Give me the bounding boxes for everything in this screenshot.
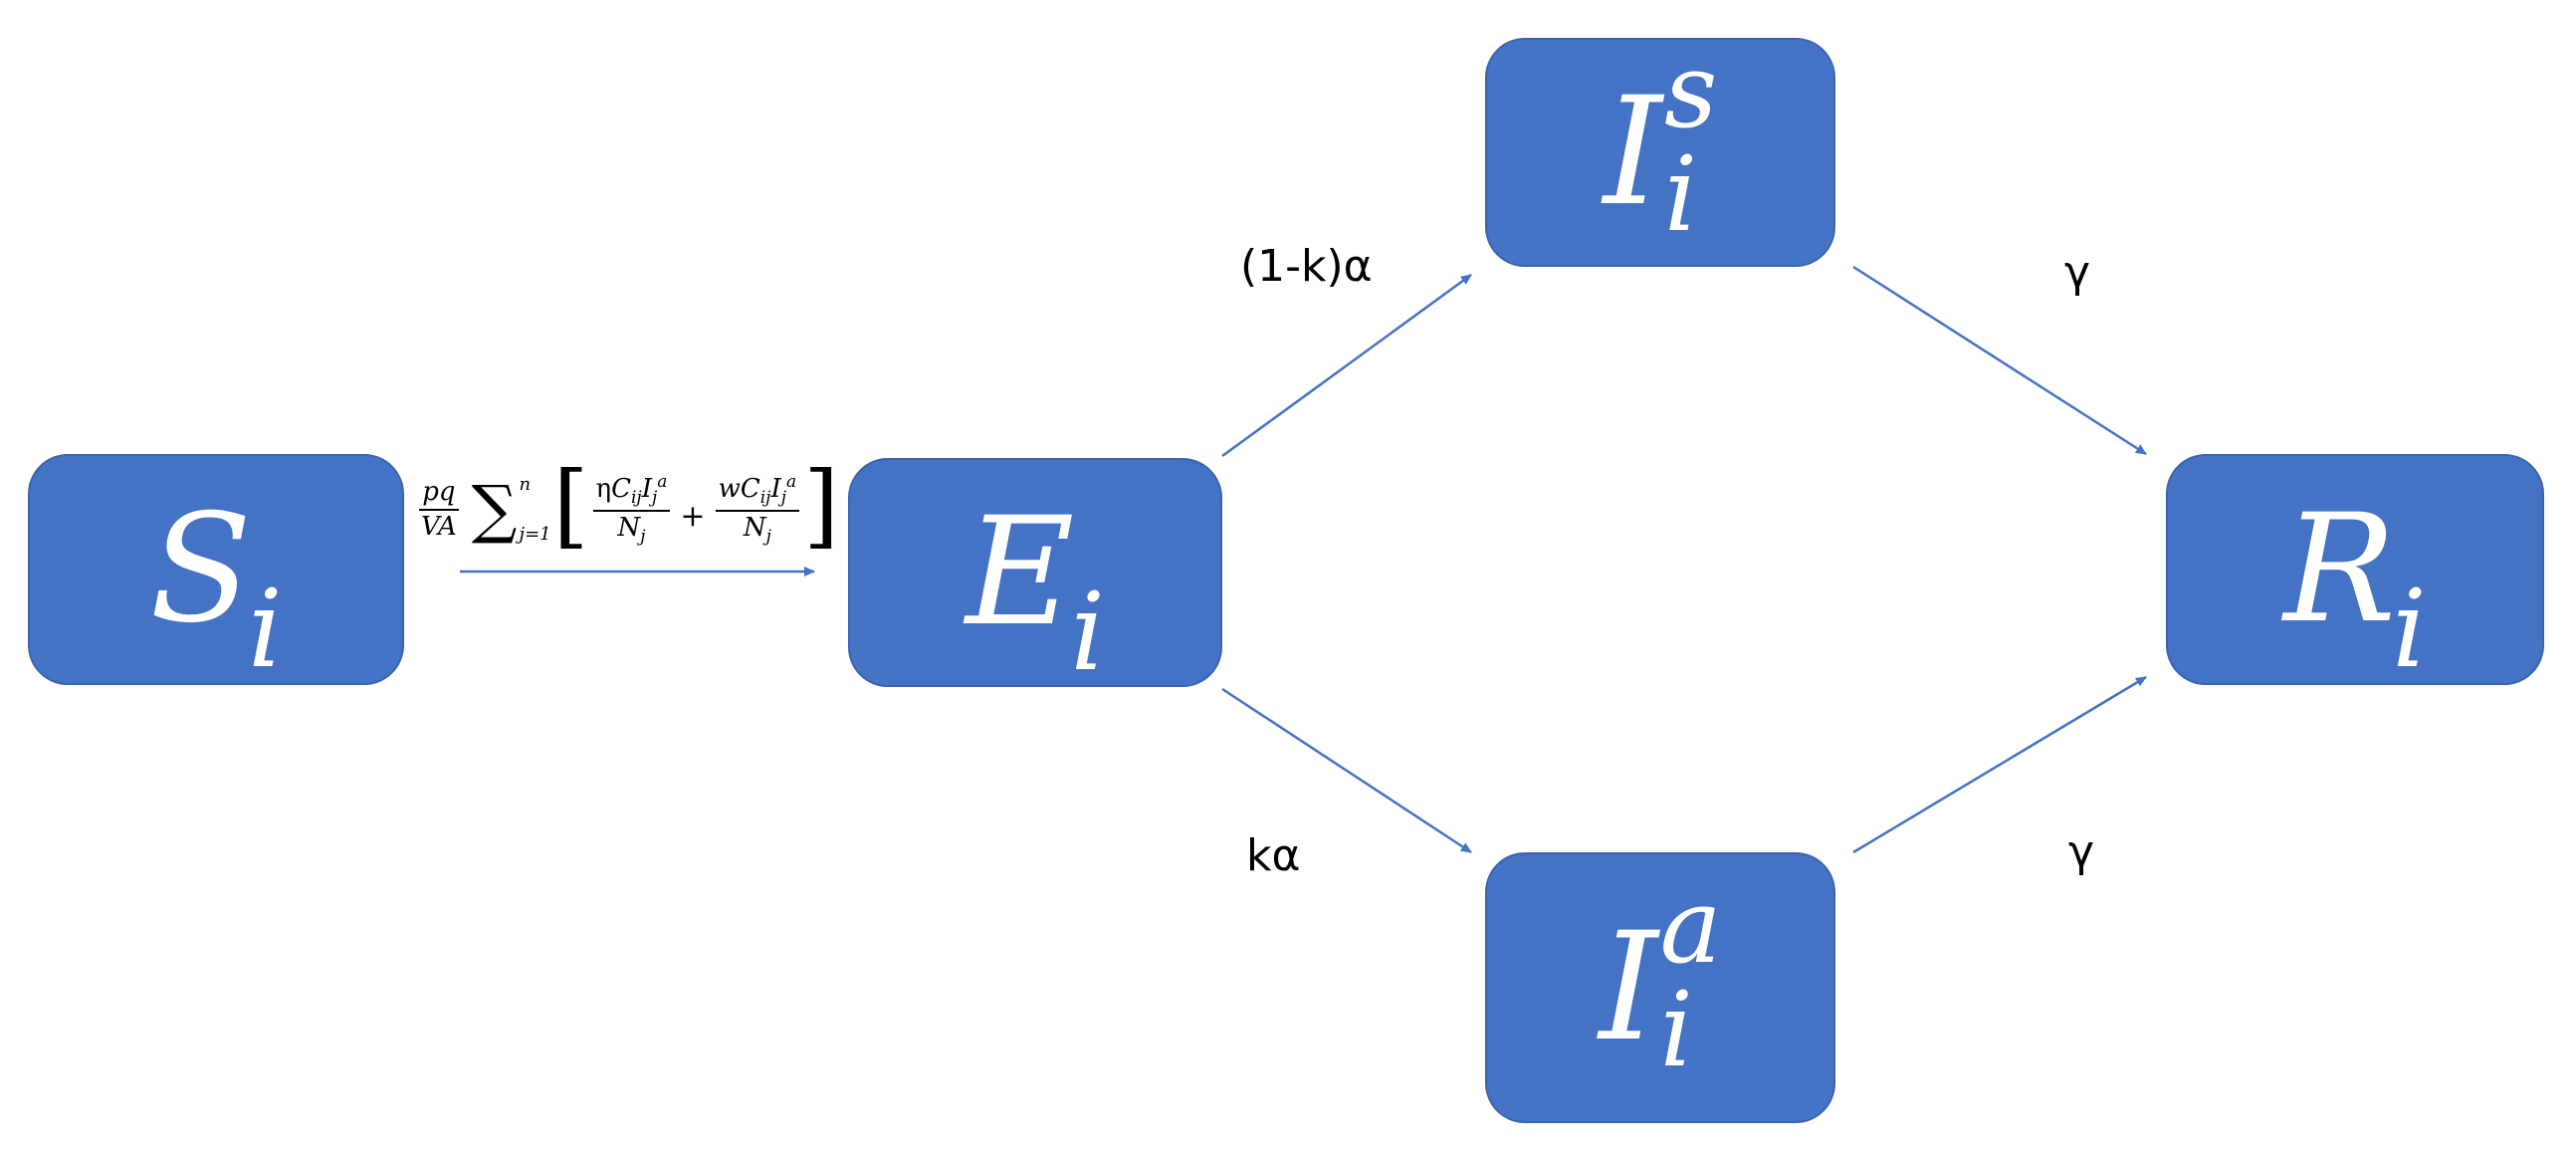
formula-prefactor: pq VA xyxy=(418,478,460,541)
formula-term2: wCijIja Nj xyxy=(715,472,800,547)
formula-term2-i-sub: j xyxy=(780,488,787,509)
formula-term2-c-sub: ij xyxy=(759,488,771,509)
edge-label-s-to-e-formula: pq VA ∑ n j=1 [ ηCijIja Nj + wCijIja Nj … xyxy=(414,460,839,560)
arrow-e-to-ia xyxy=(1221,687,1472,854)
node-exposed-base: E xyxy=(965,486,1075,659)
edge-label-e-to-ia: kα xyxy=(1246,830,1301,881)
node-exposed: Ei xyxy=(848,458,1222,687)
node-infected-symptomatic-sup: s xyxy=(1663,30,1718,152)
formula-term2-den: Nj xyxy=(741,512,774,547)
node-infected-symptomatic-sub: i xyxy=(1663,133,1698,255)
node-infected-symptomatic-label: I s i xyxy=(1603,40,1718,255)
formula-bracket-open: [ xyxy=(552,452,589,559)
formula-term2-c: C xyxy=(740,474,760,505)
formula-plus: + xyxy=(680,498,706,534)
formula-term1-i-sub: j xyxy=(652,488,658,509)
node-susceptible: Si xyxy=(28,454,404,685)
node-recovered: Ri xyxy=(2166,454,2544,685)
formula-prefactor-den: VA xyxy=(421,512,457,542)
formula-sum-symbol: ∑ xyxy=(471,473,518,547)
formula-term2-n: N xyxy=(743,513,766,543)
edge-label-is-to-r: γ xyxy=(2064,247,2091,298)
node-infected-symptomatic-base: I xyxy=(1603,66,1662,239)
arrow-ia-to-r xyxy=(1852,675,2147,854)
formula-term1-eta: η xyxy=(595,474,612,505)
node-recovered-label: Ri xyxy=(2283,495,2427,684)
node-infected-asymptomatic-base: I xyxy=(1599,901,1658,1074)
formula-term2-w: w xyxy=(718,474,741,505)
node-infected-symptomatic-scripts: s i xyxy=(1663,40,1717,255)
node-exposed-label: Ei xyxy=(966,498,1105,687)
node-infected-asymptomatic-label: I a i xyxy=(1599,875,1722,1090)
node-infected-asymptomatic-scripts: a i xyxy=(1659,875,1722,1090)
formula-term2-i-sup: a xyxy=(786,472,797,493)
node-infected-asymptomatic-sup: a xyxy=(1659,865,1722,988)
formula-term1: ηCijIja Nj xyxy=(592,472,671,547)
formula-sum-lower: j=1 xyxy=(519,524,551,545)
formula-term1-num: ηCijIja xyxy=(592,472,671,512)
formula-prefactor-num: pq xyxy=(419,478,459,511)
formula-term1-n-sub: j xyxy=(640,527,646,547)
node-susceptible-label: Si xyxy=(149,495,282,684)
node-susceptible-sub: i xyxy=(248,568,283,692)
formula-term2-n-sub: j xyxy=(765,527,771,547)
formula-term1-c: C xyxy=(611,474,631,505)
formula-sum-upper: n xyxy=(519,474,532,496)
formula-bracket-close: ] xyxy=(803,452,840,559)
node-recovered-sub: i xyxy=(2392,568,2427,692)
formula-term1-i-sup: a xyxy=(657,472,668,493)
formula-term1-i: I xyxy=(641,474,652,505)
node-infected-asymptomatic: I a i xyxy=(1485,852,1835,1123)
node-infected-asymptomatic-sub: i xyxy=(1659,969,1693,1090)
node-infected-symptomatic: I s i xyxy=(1485,38,1835,267)
arrow-is-to-r xyxy=(1852,265,2147,456)
node-susceptible-base: S xyxy=(149,483,253,656)
formula-term1-c-sub: ij xyxy=(631,488,642,509)
formula-term1-n: N xyxy=(617,513,641,543)
node-exposed-sub: i xyxy=(1070,571,1106,695)
formula-sum-limits: n j=1 xyxy=(519,474,550,545)
node-recovered-base: R xyxy=(2283,483,2397,656)
formula-term2-i: I xyxy=(770,474,781,505)
formula-term2-num: wCijIja xyxy=(715,472,800,512)
formula-sum: ∑ n j=1 xyxy=(471,473,551,547)
formula-term1-den: Nj xyxy=(614,512,648,547)
arrow-e-to-is xyxy=(1221,273,1472,458)
edge-label-e-to-is: (1-k)α xyxy=(1240,241,1373,292)
edge-label-ia-to-r: γ xyxy=(2068,826,2095,877)
